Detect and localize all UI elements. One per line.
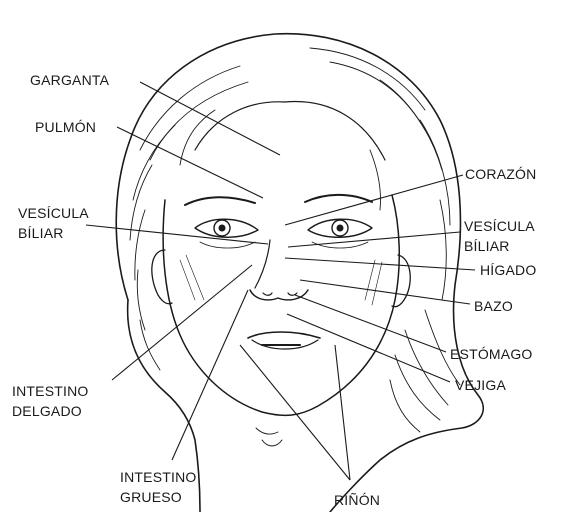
leader-vesicula-left bbox=[86, 225, 268, 244]
leader-intestino-grueso bbox=[172, 290, 248, 460]
label-vesicula-biliar-right-line1: VESÍCULA bbox=[464, 218, 535, 234]
label-vejiga: VEJIGA bbox=[455, 377, 506, 393]
label-garganta: GARGANTA bbox=[30, 72, 109, 88]
leader-rinon-left bbox=[240, 345, 350, 480]
label-intestino-grueso-line1: INTESTINO bbox=[120, 469, 196, 485]
label-intestino-delgado-line1: INTESTINO bbox=[12, 383, 88, 399]
label-higado: HÍGADO bbox=[480, 262, 536, 278]
label-corazon: CORAZÓN bbox=[465, 166, 536, 182]
face-illustration bbox=[116, 34, 483, 512]
leader-pulmon bbox=[117, 127, 263, 198]
label-vesicula-biliar-left-line2: BÍLIAR bbox=[18, 225, 64, 241]
leader-vesicula-right bbox=[288, 232, 460, 247]
label-intestino-delgado-line2: DELGADO bbox=[12, 403, 82, 419]
left-eyebrow bbox=[185, 197, 255, 205]
leader-rinon-right bbox=[335, 345, 350, 480]
mouth bbox=[248, 332, 320, 338]
hair-outline bbox=[116, 34, 483, 512]
label-bazo: BAZO bbox=[474, 298, 513, 314]
label-rinon: RIÑÓN bbox=[334, 492, 380, 508]
right-eyebrow bbox=[305, 195, 372, 202]
label-intestino-grueso-line2: GRUESO bbox=[120, 489, 182, 505]
leader-estomago bbox=[295, 295, 446, 352]
label-pulmon: PULMÓN bbox=[35, 119, 96, 135]
leader-intestino-delgado bbox=[112, 265, 252, 380]
label-estomago: ESTÓMAGO bbox=[450, 346, 533, 362]
nose bbox=[255, 240, 270, 288]
label-vesicula-biliar-right-line2: BÍLIAR bbox=[464, 238, 510, 254]
label-vesicula-biliar-left-line1: VESÍCULA bbox=[18, 205, 89, 221]
face-outline bbox=[163, 195, 399, 415]
leader-vejiga bbox=[287, 314, 450, 382]
